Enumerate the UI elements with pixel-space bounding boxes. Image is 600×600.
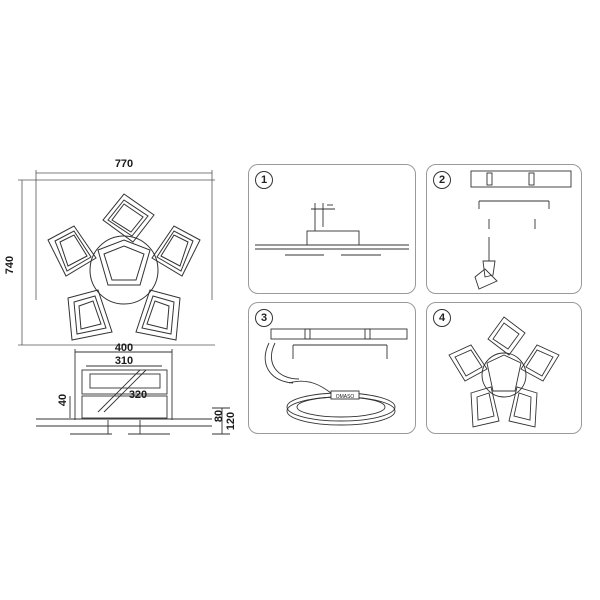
height-dimension [18, 179, 215, 346]
step-2-panel: 2 [426, 164, 582, 294]
step-4-illustration [448, 316, 560, 428]
bottom-right-rhombus [135, 289, 181, 341]
width-770-label: 770 [115, 158, 133, 170]
mount-320-label: 320 [129, 389, 147, 401]
step-3-illustration: OMASO [264, 328, 408, 426]
left-rhombus [47, 225, 97, 277]
step-3-number: 3 [255, 309, 273, 327]
step-3-panel: 3 OMASO [248, 302, 416, 434]
bracket-310-label: 310 [115, 355, 133, 367]
center-base-circle [89, 235, 159, 305]
width-dimension [35, 170, 213, 300]
plate-400-label: 400 [115, 342, 133, 354]
step-2-number: 2 [433, 171, 451, 189]
bottom-left-rhombus [67, 289, 113, 341]
step-4-number: 4 [433, 309, 451, 327]
mounting-plate-top [74, 349, 173, 420]
step-1-illustration [255, 203, 409, 256]
depth-40-label: 40 [57, 394, 69, 406]
step-2-illustration [470, 170, 572, 290]
side-profile [36, 395, 230, 435]
height-740-label: 740 [4, 256, 16, 274]
right-rhombus [151, 225, 201, 277]
step-1-number: 1 [255, 171, 273, 189]
height-80-label: 80 [213, 410, 225, 422]
step-1-panel: 1 [248, 164, 416, 294]
step-4-panel: 4 [426, 302, 582, 434]
lamp-top-view [47, 193, 201, 341]
top-rhombus [102, 193, 155, 243]
height-120-label: 120 [225, 412, 237, 430]
driver-box-label: OMASO [336, 394, 355, 400]
